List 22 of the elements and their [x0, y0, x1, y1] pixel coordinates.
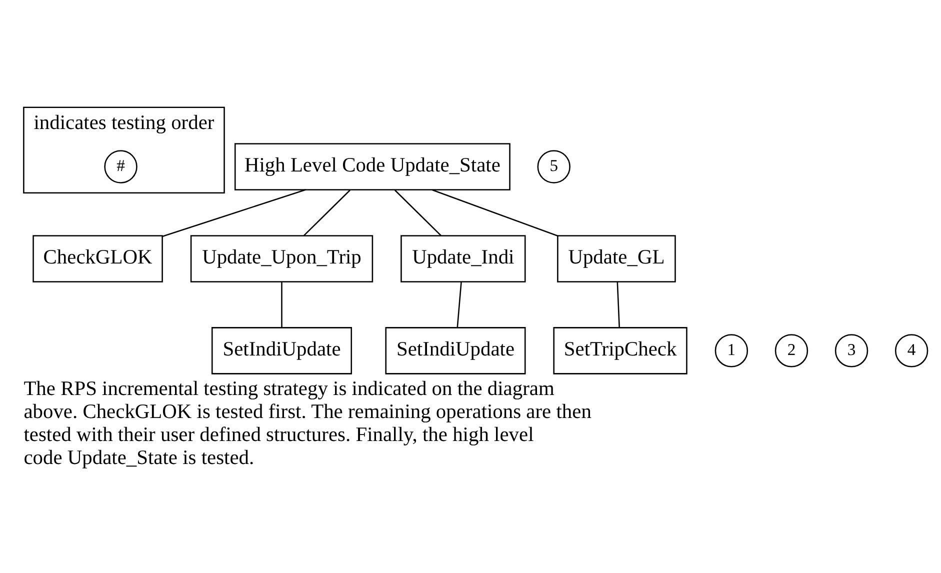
connector: [456, 282, 462, 328]
node-box: SetTripCheck: [553, 327, 688, 374]
node-box: Update_Indi: [400, 235, 526, 282]
caption: The RPS incremental testing strategy is indicated on the diagram above. CheckGLOK is tested first. The remaining operations are then tested with their user defined structures. Finally, the high level code Update_State is tested.: [24, 378, 592, 470]
node-box: Update_Upon_Trip: [190, 235, 374, 282]
connector: [162, 189, 306, 237]
node-box: Update_GL: [557, 235, 676, 282]
node-circle: 2: [774, 334, 808, 368]
node-box: SetIndiUpdate: [211, 327, 352, 374]
node-circle: #: [104, 150, 138, 184]
connector: [281, 282, 282, 328]
node-circle: 1: [714, 334, 748, 368]
node-circle: 5: [537, 150, 570, 184]
node-box: High Level Code Update_State: [234, 143, 510, 190]
connector: [394, 190, 442, 236]
node-circle: 4: [894, 334, 928, 368]
connector: [303, 190, 350, 236]
node-circle: 3: [834, 334, 868, 368]
connector: [616, 282, 620, 328]
node-box: CheckGLOK: [32, 235, 163, 282]
node-box: SetIndiUpdate: [385, 327, 526, 374]
connector: [432, 189, 558, 236]
